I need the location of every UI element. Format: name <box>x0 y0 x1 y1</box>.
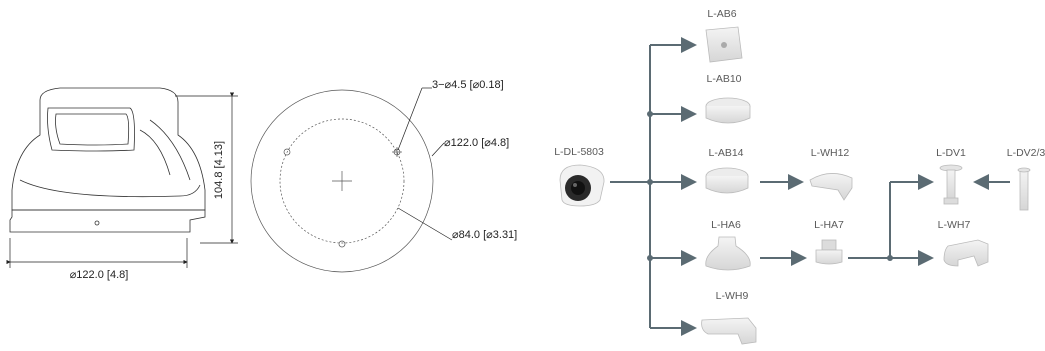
connector-lines <box>610 37 1010 336</box>
ab14-image[interactable] <box>705 167 749 194</box>
label-dv23: L-DV2/3 <box>1007 147 1045 159</box>
label-ha7: L-HA7 <box>814 219 844 231</box>
ab6-image[interactable] <box>705 26 743 63</box>
base-dimension-leaders <box>397 87 453 241</box>
wh7-image[interactable] <box>943 239 989 267</box>
wh12-image[interactable] <box>809 173 853 201</box>
camera-base-view <box>250 89 434 273</box>
ab10-image[interactable] <box>705 97 751 124</box>
label-ab6: L-AB6 <box>707 8 736 20</box>
junction-dots <box>647 111 893 261</box>
dv23-image[interactable] <box>1017 167 1031 211</box>
label-ab10: L-AB10 <box>706 73 741 85</box>
side-width-label: ⌀122.0 [4.8] <box>70 269 129 281</box>
label-wh7: L-WH7 <box>938 219 971 231</box>
label-ab14: L-AB14 <box>708 147 743 159</box>
label-wh9: L-WH9 <box>716 290 749 302</box>
dv1-image[interactable] <box>939 164 963 205</box>
holes-label: 3−⌀4.5 [⌀0.18] <box>432 79 504 91</box>
label-wh12: L-WH12 <box>811 147 850 159</box>
camera-image[interactable] <box>559 164 605 207</box>
ha6-image[interactable] <box>705 236 751 271</box>
side-height-label: 104.8 [4.13] <box>213 141 225 199</box>
wh9-image[interactable] <box>701 317 757 345</box>
inner-diameter-label: ⌀84.0 [⌀3.31] <box>452 229 517 241</box>
side-dimension-lines <box>6 92 238 268</box>
ha7-image[interactable] <box>815 239 843 265</box>
camera-model-label: L-DL-5803 <box>554 146 604 158</box>
camera-side-view <box>9 87 206 233</box>
outer-diameter-label: ⌀122.0 [⌀4.8] <box>444 137 509 149</box>
label-dv1: L-DV1 <box>936 147 966 159</box>
label-ha6: L-HA6 <box>711 219 741 231</box>
